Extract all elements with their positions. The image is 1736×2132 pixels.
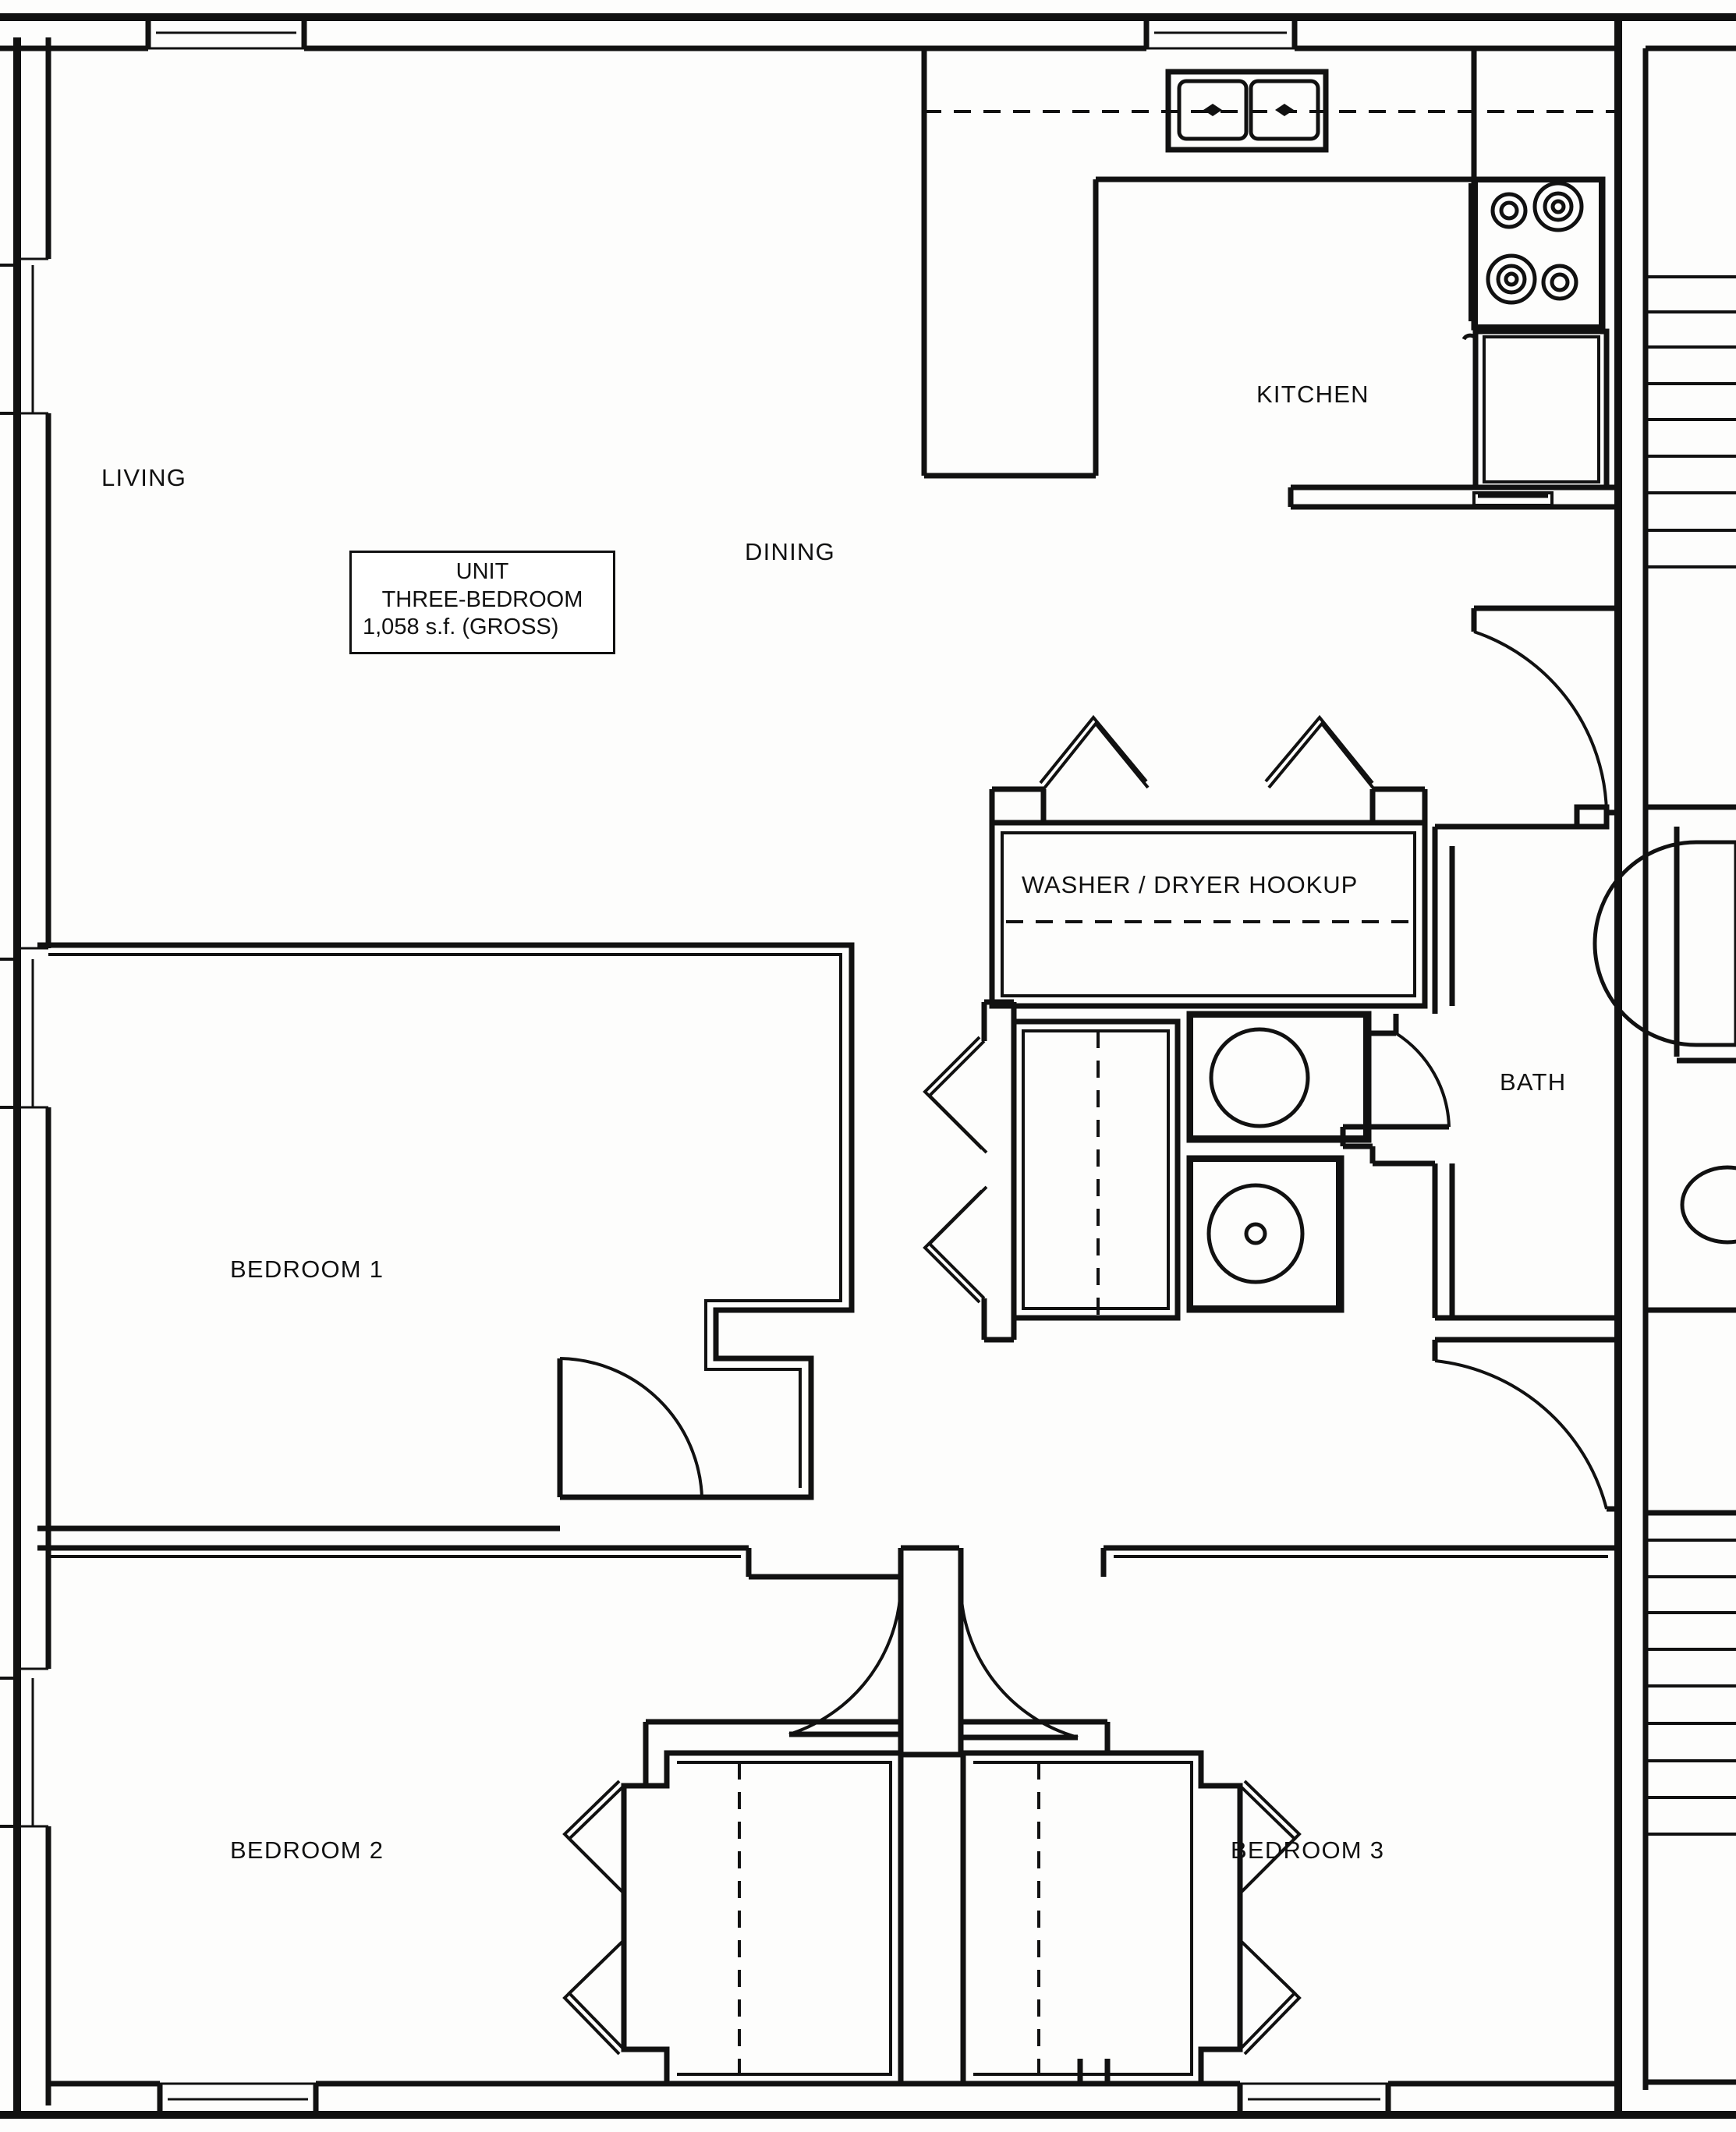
room-label-bath: BATH	[1500, 1068, 1567, 1096]
room-label-kitchen: KITCHEN	[1256, 381, 1369, 408]
room-label-dining: DINING	[745, 538, 835, 565]
room-label-bedroom-1: BEDROOM 1	[230, 1255, 384, 1283]
unit-title-line-1: UNIT	[455, 559, 509, 584]
annotation-washer-dryer-hookup: WASHER / DRYER HOOKUP	[1022, 871, 1359, 898]
unit-title-block: UNIT THREE-BEDROOM 1,058 s.f. (GROSS)	[349, 551, 615, 654]
unit-title-line-3: 1,058 s.f. (GROSS)	[363, 614, 559, 640]
room-label-bedroom-3: BEDROOM 3	[1231, 1836, 1385, 1864]
room-label-bedroom-2: BEDROOM 2	[230, 1836, 384, 1864]
room-label-living: LIVING	[101, 464, 187, 491]
unit-title-line-2: THREE-BEDROOM	[381, 586, 583, 612]
